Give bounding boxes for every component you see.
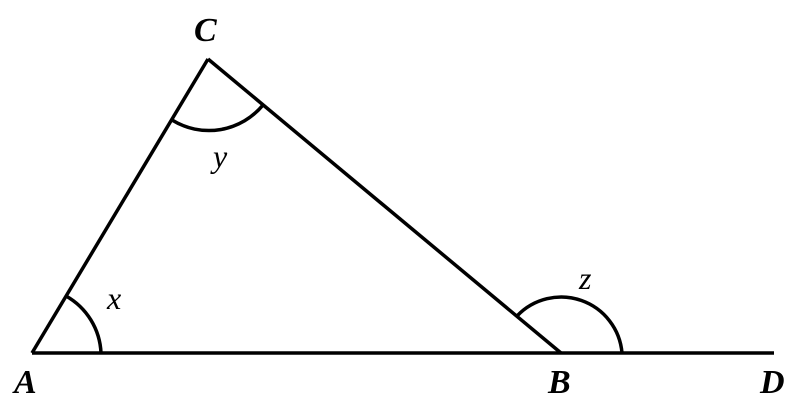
angle-label-y: y [213,138,228,174]
vertex-label-b: B [548,364,571,401]
vertex-label-c: C [194,12,217,49]
vertex-label-d: D [760,364,785,401]
angle-arc-x [65,294,103,354]
angle-label-x: x [107,280,122,316]
segment-AC [30,58,210,354]
angle-arc-y [171,103,265,133]
angle-arc-z [515,295,624,354]
vertex-label-a: A [14,364,37,401]
angle-label-z: z [579,260,592,296]
segment-CB [206,57,563,355]
